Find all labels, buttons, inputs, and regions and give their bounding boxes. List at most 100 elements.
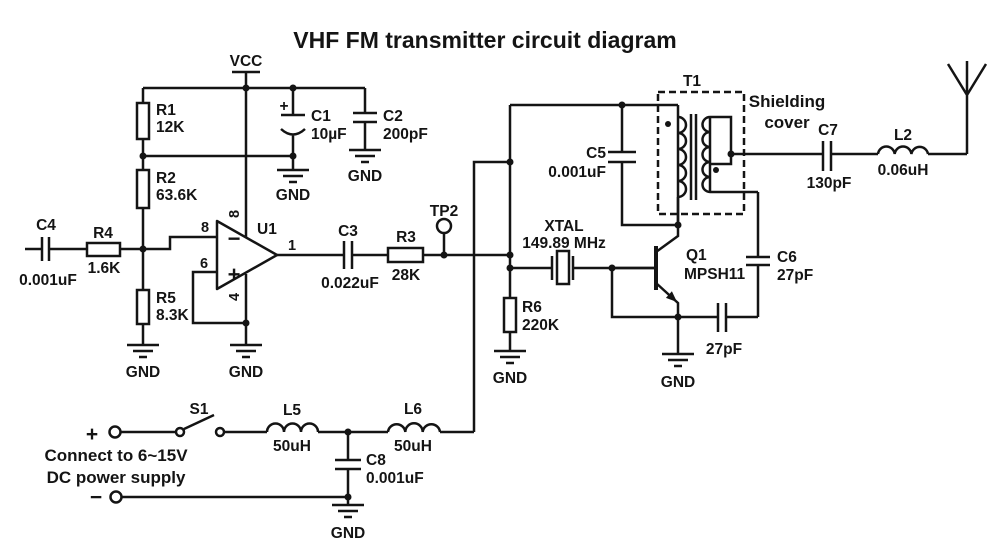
negative-terminal-icon [109,490,123,504]
s1-label: S1 [190,401,209,418]
ground-r6-label: GND [493,370,527,387]
top-rail-wires [141,86,365,249]
c7-value-label: 130pF [807,175,852,192]
c8-ref-label: C8 [366,452,386,469]
ground-r5-label: GND [126,364,160,381]
tp2-pad-icon [435,217,453,235]
c6-wires [746,192,770,317]
r1-body [135,101,151,141]
inductor-l2: L2 0.06uH [876,127,967,179]
t1-secondary-phase-dot [713,167,719,173]
ground-c8-label: GND [331,525,365,542]
l6-value-label: 50uH [394,438,432,455]
c5-wires [608,105,678,227]
c4-ref-label: C4 [36,217,56,234]
c7-wires [821,141,878,171]
ground-r6: GND [493,349,527,387]
t1-secondary-leads [710,115,758,194]
ground-u1-icon [230,343,262,359]
transistor-q1: Q1 MPSH11 [612,197,746,354]
ground-q1-label: GND [661,374,695,391]
l2-ref-label: L2 [894,127,912,144]
supply-note-line2: DC power supply [47,468,186,487]
testpoint-tp2: TP2 [430,203,458,255]
capacitor-c7: C7 130pF [807,122,878,192]
r6-body [502,296,518,334]
u1-inverting-sign: − [228,226,241,251]
vcc-label: VCC [230,53,263,70]
xtal-body [555,249,571,286]
tank-rail-wire [510,103,680,117]
resistor-r6: R6 220K [502,268,560,351]
capacitor-c5: C5 0.001uF [548,105,678,227]
r2-ref-label: R2 [156,170,176,187]
ground-c2-label: GND [348,168,382,185]
c2-wires [353,88,377,150]
r1-ref-label: R1 [156,102,176,119]
c6-value-label: 27pF [777,267,813,284]
xtal-freq-label: 149.89 MHz [522,235,606,252]
capacitor-c4: C4 0.001uF [19,217,87,289]
ground-c2: GND [348,148,382,185]
capacitor-27pf-emitter: 27pF [678,303,758,358]
s1-pole-icon [174,426,186,438]
r4-body [85,241,122,258]
resistor-r5: R5 8.3K [135,249,190,345]
transformer-t1: T1 [656,73,758,225]
u1-wires [143,235,344,345]
c9-value-label: 27pF [706,341,742,358]
c9-wires [678,303,758,332]
u1-noninverting-sign: + [228,262,241,287]
c5-value-label: 0.001uF [548,164,606,181]
l5-value-label: 50uH [273,438,311,455]
inductor-l6: L6 50uH [386,401,474,455]
l6-ref-label: L6 [404,401,422,418]
r2-value-label: 63.6K [156,187,198,204]
ground-c2-icon [349,148,381,164]
s1-throw-icon [214,426,226,438]
supply-note-line1: Connect to 6~15V [44,446,188,465]
ground-r5-icon [127,343,159,359]
positive-sign: + [86,423,98,446]
ground-u1-label: GND [229,364,263,381]
capacitor-c6: C6 27pF [746,192,813,317]
negative-sign: − [90,486,102,509]
t1-core-bars [689,114,698,200]
r6-ref-label: R6 [522,299,542,316]
l2-value-label: 0.06uH [878,162,929,179]
c8-wires [335,432,361,497]
q1-emitter-arrow-icon [665,291,677,302]
c8-value-label: 0.001uF [366,470,424,487]
crystal-xtal: XTAL 149.89 MHz [510,218,654,286]
shield-label-line2: cover [764,113,810,132]
u1-ref-label: U1 [257,221,277,238]
l6-wires [386,422,474,434]
page-title: VHF FM transmitter circuit diagram [293,27,676,53]
capacitor-c2: C2 200pF [353,88,428,150]
r3-ref-label: R3 [396,229,416,246]
l5-wires [265,422,388,434]
shield-label-line1: Shielding [749,92,826,111]
ground-c8-icon [332,503,364,519]
t1-ref-label: T1 [683,73,701,90]
s1-blade [183,413,215,431]
q1-part-label: MPSH11 [684,266,746,283]
ground-q1-icon [662,352,694,368]
q1-ref-label: Q1 [686,247,707,264]
xtal-ref-label: XTAL [544,218,583,235]
t1-secondary-coil [701,115,712,194]
ground-r5: GND [126,343,160,381]
c3-wires [342,241,388,269]
u1-triangle [215,219,279,291]
opamp-u1: − + 8 6 8 4 1 U1 [143,210,344,345]
c2-value-label: 200pF [383,126,428,143]
r6-value-label: 220K [522,317,560,334]
ground-c1-label: GND [276,187,310,204]
l2-wires [876,145,967,156]
ground-symbols: GND GND GND GND GND GND GND [126,148,695,542]
r3-value-label: 28K [392,267,421,284]
c6-ref-label: C6 [777,249,797,266]
l5-ref-label: L5 [283,402,301,419]
c1-value-label: 10µF [311,126,347,143]
c5-ref-label: C5 [586,145,606,162]
